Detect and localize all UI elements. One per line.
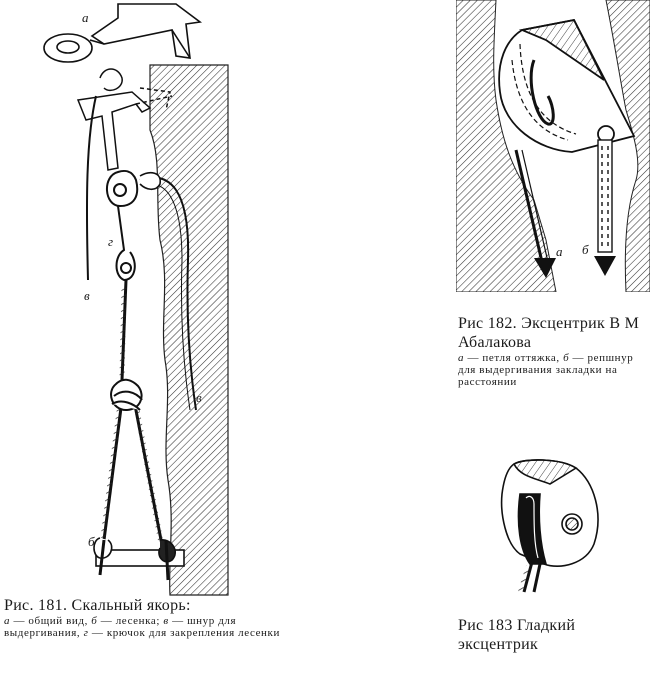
cord-b (597, 139, 613, 253)
arrow-a (534, 258, 556, 278)
figure-181-rock-anchor: а г в в (0, 0, 330, 600)
arrow-b (594, 256, 616, 276)
label-182-a: а (556, 244, 563, 259)
caption-182-desc: а — петля оттяжка, б — репшнур для выдер… (458, 352, 648, 388)
label-v-left: в (84, 288, 90, 303)
eccentric-illustration: а б (456, 0, 650, 292)
figure-182-eccentric: а б (456, 0, 650, 292)
ladder-rung (93, 537, 185, 581)
caption-181-text-a: — общий вид, (10, 615, 92, 627)
label-182-b: б (582, 242, 589, 257)
sling-a (514, 149, 544, 263)
caption-182-key-a: а (458, 352, 465, 364)
carabiner (106, 170, 139, 282)
ladder-knot (110, 378, 143, 412)
smooth-eccentric-chock (500, 459, 599, 567)
anchor-general-view (43, 3, 203, 63)
rock-anchor-illustration: а г в в (43, 3, 229, 596)
caption-182-text-a: — петля оттяжка, (464, 352, 564, 364)
figure-183-smooth-eccentric (490, 454, 620, 594)
caption-182: Рис 182. Эксцентрик В М Абалакова а — пе… (458, 314, 648, 388)
pull-cord-right (139, 176, 197, 411)
caption-181-key-b: б (91, 615, 98, 627)
caption-181-text-g: — крючок для закрепления лесенки (88, 627, 280, 639)
label-a: а (82, 10, 89, 25)
caption-182-key-b: б (563, 352, 570, 364)
label-g: г (108, 234, 113, 249)
label-b: б (88, 534, 95, 549)
eccentric-chock (498, 18, 636, 153)
caption-181-title: Рис. 181. Скальный якорь: (4, 597, 191, 614)
caption-183: Рис 183 Гладкий эксцентрик (458, 616, 648, 654)
caption-182-title: Рис 182. Эксцентрик В М Абалакова (458, 315, 640, 351)
smooth-eccentric-cord (522, 561, 534, 593)
caption-181-key-a: а (4, 615, 11, 627)
smooth-eccentric-illustration (500, 459, 599, 593)
caption-181-key-g: г (83, 627, 89, 639)
caption-181-text-b: — лесенка; (97, 615, 164, 627)
caption-181-desc: а — общий вид, б — лесенка; в — шнур для… (4, 615, 304, 639)
caption-182-text-b: — репшнур для выдергивания закладки на р… (458, 352, 634, 388)
caption-181-key-v: в (163, 615, 169, 627)
label-v-right: в (196, 390, 202, 405)
caption-183-title: Рис 183 Гладкий эксцентрик (458, 617, 576, 653)
hook-in-crack (76, 68, 173, 171)
pull-cord-left (85, 95, 97, 281)
caption-181-text-v: — шнур для выдергивания, (4, 615, 237, 639)
caption-181: Рис. 181. Скальный якорь: а — общий вид,… (4, 596, 304, 639)
